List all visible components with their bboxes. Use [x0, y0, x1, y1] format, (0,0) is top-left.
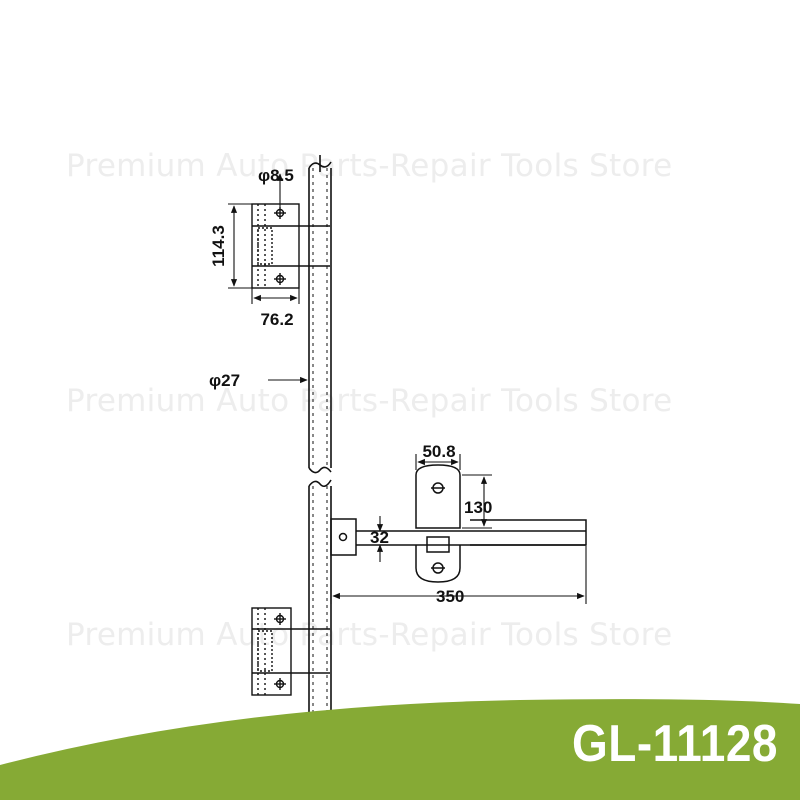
handle-assembly — [330, 464, 587, 583]
model-code: GL-11128 — [571, 713, 778, 773]
label-rod-diameter: φ27 — [209, 371, 240, 390]
label-bracket-width: 50.8 — [422, 442, 455, 461]
lower-rod — [308, 479, 332, 745]
upper-rod — [308, 155, 332, 474]
watermark-bottom: Premium Auto Parts-Repair Tools Store — [66, 617, 673, 653]
label-hole-diameter: φ8.5 — [258, 166, 294, 185]
label-handle-length: 350 — [436, 587, 464, 606]
bottom-mounting-plate — [251, 607, 330, 696]
label-bracket-height: 130 — [464, 498, 492, 517]
top-mounting-plate — [251, 203, 330, 289]
watermark-top: Premium Auto Parts-Repair Tools Store — [66, 148, 673, 184]
model-banner — [0, 699, 800, 800]
watermark-middle: Premium Auto Parts-Repair Tools Store — [66, 383, 673, 419]
label-arm-offset: 32 — [370, 528, 389, 547]
label-plate-height: 114.3 — [209, 225, 228, 267]
label-plate-width: 76.2 — [260, 310, 293, 329]
